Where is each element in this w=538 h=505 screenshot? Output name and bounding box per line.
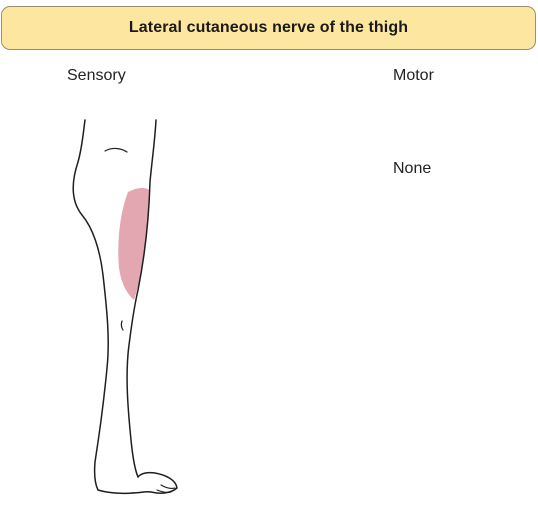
knee-mark [121, 321, 123, 330]
toe-line [157, 490, 171, 492]
leg-front-outline [127, 120, 156, 477]
leg-back-outline [73, 120, 132, 493]
foot-outline [132, 473, 177, 494]
sensory-area-lateral-thigh [118, 188, 149, 300]
hip-crease-mark [105, 148, 127, 152]
toe-line [161, 485, 175, 488]
